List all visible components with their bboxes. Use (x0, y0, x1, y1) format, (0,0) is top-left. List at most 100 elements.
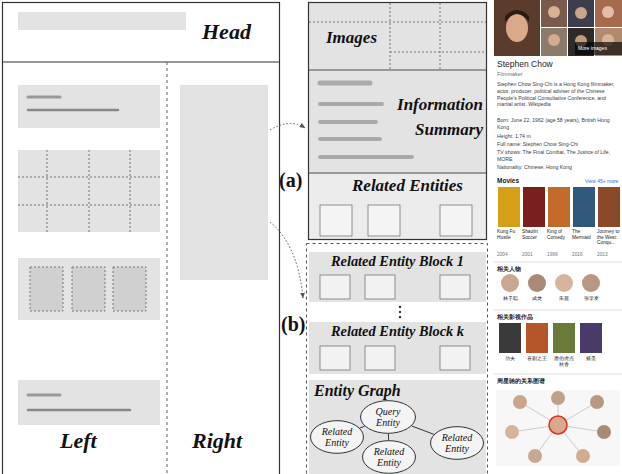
movie-title: King of Comedy (547, 229, 571, 240)
panel-a-drawing (440, 3, 441, 69)
entity-ellipse: Related Entity (430, 426, 484, 460)
panel-a-drawing (320, 81, 370, 86)
search-screenshot (528, 274, 546, 292)
section-label: Entity Graph (314, 382, 401, 400)
panel-b-drawing (399, 311, 401, 313)
panel-b-drawing (399, 316, 401, 318)
search-screenshot (548, 6, 560, 18)
page-wireframe (47, 150, 48, 232)
search-screenshot (597, 425, 611, 439)
search-screenshot (513, 395, 527, 409)
film-title: 功夫 (498, 355, 522, 361)
film-title: 赌圣 (579, 355, 603, 361)
person-name: 林子聪 (498, 295, 522, 301)
search-screenshot (595, 0, 622, 27)
panel-a-drawing (390, 52, 486, 53)
panel-a-drawing (309, 22, 486, 23)
ellipse-outline (311, 421, 364, 454)
search-screenshot (548, 34, 560, 46)
panel-a-drawing (320, 155, 412, 159)
page-region: Head (2, 2, 280, 62)
page-wireframe (18, 380, 160, 425)
screenshot-heading: Movies (497, 177, 519, 185)
page-wireframe (30, 267, 63, 311)
page-wireframe (28, 394, 60, 397)
section-label: Left (60, 428, 97, 453)
search-screenshot (496, 390, 620, 466)
movie-year: 1999 (547, 252, 558, 258)
search-screenshot (573, 187, 595, 227)
search-screenshot (498, 187, 520, 227)
search-screenshot (494, 310, 622, 311)
search-screenshot (555, 274, 573, 292)
page-wireframe (130, 150, 131, 232)
panel-b-drawing (399, 306, 401, 308)
panel-b-drawing (307, 244, 488, 474)
entity-name: Query Entity (360, 406, 416, 428)
film-title: 唐伯虎点秋香 (552, 355, 576, 367)
page-wireframe (113, 267, 146, 311)
ellipse-outline (431, 427, 484, 460)
panel-a-drawing (309, 3, 487, 240)
search-screenshot (598, 187, 620, 227)
section-label: Right (192, 428, 242, 453)
section-label: Images (326, 28, 377, 48)
search-screenshot (541, 0, 567, 27)
panel-b-drawing (365, 275, 395, 299)
page-wireframe (28, 109, 118, 112)
panel-b-drawing (309, 380, 486, 474)
zoom-arrows (270, 123, 305, 130)
movie-year: 2016 (572, 252, 583, 258)
section-label: Head (202, 19, 251, 44)
movie-title: Journey to the West: Conqu... (597, 229, 620, 246)
screenshot-heading: 相关人物 (497, 266, 521, 273)
search-screenshot (551, 391, 565, 405)
panel-a-drawing (309, 71, 486, 172)
page-wireframe (18, 150, 160, 232)
graph-edge (412, 426, 434, 434)
film-title: 喜剧之王 (525, 355, 549, 361)
page-wireframe (18, 205, 160, 206)
page-wireframe (18, 258, 160, 320)
ellipse-outline (363, 441, 416, 474)
panel-a-drawing (309, 69, 487, 70)
entity-name: Related Entity (310, 426, 364, 448)
person-name: 朱茵 (552, 295, 576, 301)
search-screenshot (541, 28, 567, 56)
entity-block: Related Entity Block 1 (308, 252, 487, 302)
movie-year: 2004 (497, 252, 508, 258)
page-wireframe (28, 96, 60, 99)
search-screenshot (494, 0, 622, 474)
panel-b-drawing (440, 346, 470, 370)
search-screenshot (523, 187, 545, 227)
panel-b-drawing (309, 322, 486, 374)
entity-graph: Entity GraphQuery EntityRelated EntityRe… (308, 380, 487, 474)
screenshot-text: Stephen Chow Sing-Chi is a Hong Kong fil… (497, 81, 619, 108)
page-region: Left (2, 62, 167, 474)
entity-ellipse: Related Entity (310, 420, 364, 454)
search-screenshot (506, 14, 528, 42)
page-wireframe (89, 150, 90, 232)
panel-a-drawing (320, 137, 380, 141)
panel-section: Information Summary (308, 70, 487, 173)
search-screenshot (499, 323, 521, 353)
page-wireframe (167, 62, 168, 474)
zoom-arrows (270, 123, 305, 298)
screenshot-text: Height: 1.74 m (497, 133, 531, 139)
panel-a-drawing (309, 172, 487, 173)
search-screenshot (526, 323, 548, 353)
screenshot-link: View 45+ more (585, 178, 618, 184)
search-screenshot (590, 395, 604, 409)
screenshot-text: Born: June 22, 1962 (age 58 years), Brit… (497, 117, 619, 131)
panel-section: Related Entities (308, 173, 487, 240)
movie-title: Shaolin Soccer (522, 229, 546, 240)
panel-b-drawing (309, 252, 486, 302)
search-screenshot (494, 262, 622, 263)
panel-b-drawing (440, 275, 470, 299)
panel-b-drawing (320, 275, 350, 299)
panel-section: Images (308, 2, 487, 70)
screenshot-text: Full name: Stephen Chow Sing-Chi (497, 141, 578, 147)
page-wireframe (180, 85, 268, 280)
panel-a-drawing (320, 120, 376, 124)
